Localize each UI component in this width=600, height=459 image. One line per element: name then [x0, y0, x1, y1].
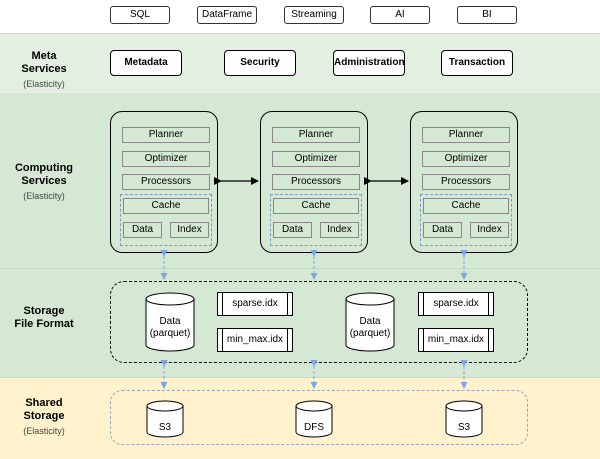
dfs-label: DFS	[304, 422, 324, 433]
cache-index: Index	[170, 222, 209, 238]
cache-data: Data	[423, 222, 462, 238]
api-ai: AI	[370, 6, 430, 24]
s3-label-2: S3	[457, 422, 471, 433]
shared-storage-subtitle: (Elasticity)	[23, 426, 65, 436]
computing-subtitle: (Elasticity)	[23, 191, 65, 201]
compute-node-1: Planner Optimizer Processors Cache Data …	[110, 111, 218, 253]
computing-label: Computing Services (Elasticity)	[4, 162, 84, 202]
parquet-label-2: Data (parquet)	[349, 316, 391, 339]
meta-label: Meta Services (Elasticity)	[4, 50, 84, 90]
cache: Cache	[123, 198, 209, 214]
api-streaming: Streaming	[284, 6, 344, 24]
compute-node-3: Planner Optimizer Processors Cache Data …	[410, 111, 518, 253]
cache: Cache	[423, 198, 509, 214]
api-sql: SQL	[110, 6, 170, 24]
meta-title: Meta Services	[21, 50, 67, 75]
compute-node-2: Planner Optimizer Processors Cache Data …	[260, 111, 368, 253]
optimizer: Optimizer	[272, 151, 360, 167]
cache-group: Cache Data Index	[120, 194, 212, 246]
optimizer: Optimizer	[122, 151, 210, 167]
cache-index: Index	[320, 222, 359, 238]
cache-group: Cache Data Index	[270, 194, 362, 246]
min-max-idx-2: min_max.idx	[418, 328, 494, 352]
optimizer: Optimizer	[422, 151, 510, 167]
cache-index: Index	[470, 222, 509, 238]
planner: Planner	[422, 127, 510, 143]
transaction-service: Transaction	[441, 50, 513, 76]
api-dataframe: DataFrame	[197, 6, 257, 24]
planner: Planner	[122, 127, 210, 143]
shared-storage-label: Shared Storage (Elasticity)	[4, 397, 84, 437]
processors: Processors	[272, 174, 360, 190]
cache-data: Data	[273, 222, 312, 238]
security-service: Security	[224, 50, 296, 76]
api-bi: BI	[457, 6, 517, 24]
sparse-idx-label: sparse.idx	[433, 298, 479, 309]
storage-format-container	[110, 281, 528, 363]
sparse-idx-2: sparse.idx	[418, 292, 494, 316]
metadata-service: Metadata	[110, 50, 182, 76]
min-max-idx-label: min_max.idx	[226, 334, 284, 345]
computing-title: Computing Services	[14, 162, 74, 187]
shared-storage-title: Shared Storage	[23, 397, 65, 422]
sparse-idx-1: sparse.idx	[217, 292, 293, 316]
sparse-idx-label: sparse.idx	[232, 298, 278, 309]
storage-format-band	[0, 268, 600, 378]
storage-format-label: Storage File Format	[4, 305, 84, 331]
processors: Processors	[422, 174, 510, 190]
shared-storage-container	[110, 390, 528, 445]
administration-service: Administration	[333, 50, 405, 76]
min-max-idx-1: min_max.idx	[217, 328, 293, 352]
parquet-label-1: Data (parquet)	[149, 316, 191, 339]
meta-subtitle: (Elasticity)	[23, 79, 65, 89]
cache-data: Data	[123, 222, 162, 238]
cache: Cache	[273, 198, 359, 214]
processors: Processors	[122, 174, 210, 190]
storage-format-title: Storage File Format	[14, 305, 74, 330]
cache-group: Cache Data Index	[420, 194, 512, 246]
min-max-idx-label: min_max.idx	[427, 334, 485, 345]
s3-label-1: S3	[158, 422, 172, 433]
planner: Planner	[272, 127, 360, 143]
